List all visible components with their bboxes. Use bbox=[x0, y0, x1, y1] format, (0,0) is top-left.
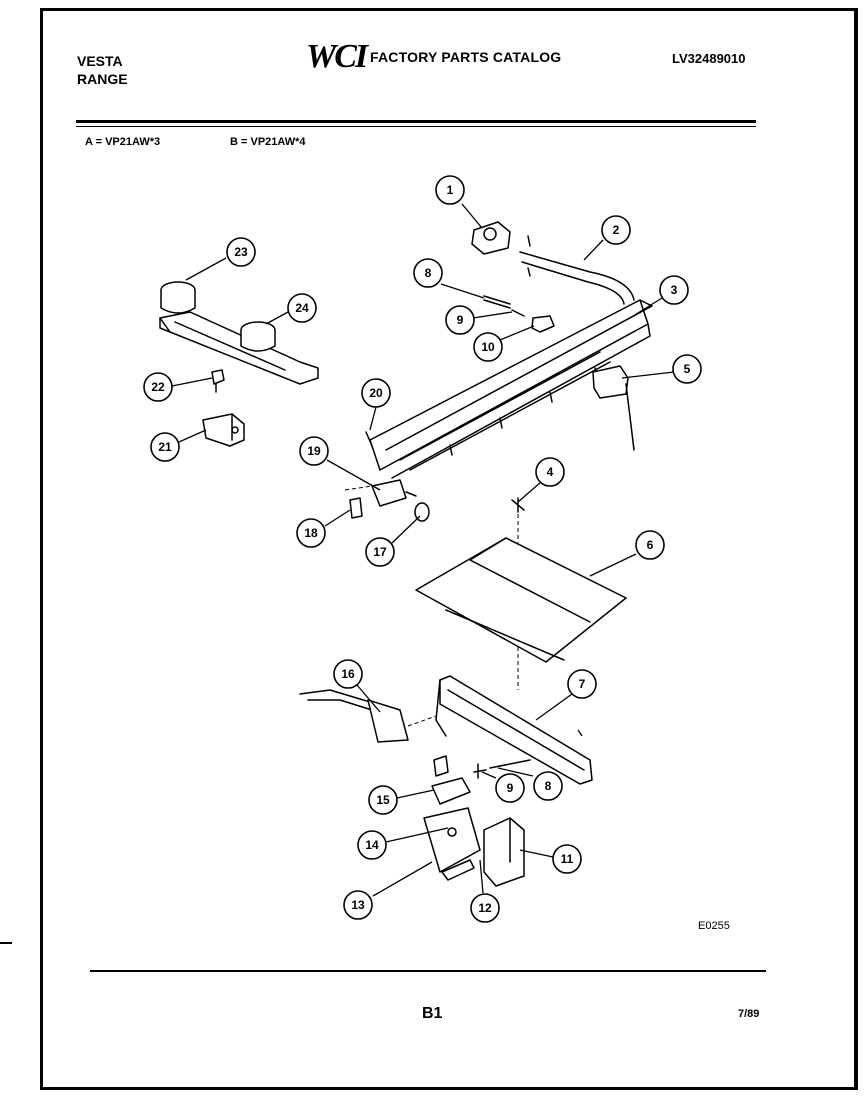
callout-20: 20 bbox=[361, 378, 391, 408]
wci-logo: WCI bbox=[306, 38, 368, 75]
diagram-code: E0255 bbox=[698, 920, 730, 932]
footer-rule bbox=[90, 970, 766, 972]
callout-6: 6 bbox=[635, 530, 665, 560]
svg-text:10: 10 bbox=[481, 340, 495, 354]
svg-text:9: 9 bbox=[507, 781, 514, 795]
control-module bbox=[423, 755, 531, 887]
product-type: RANGE bbox=[77, 71, 128, 87]
callout-9-upper: 9 bbox=[445, 305, 475, 335]
catalog-number: LV32489010 bbox=[672, 51, 746, 66]
svg-text:8: 8 bbox=[425, 266, 432, 280]
svg-text:7: 7 bbox=[579, 677, 586, 691]
svg-text:19: 19 bbox=[307, 444, 321, 458]
callout-18: 18 bbox=[296, 518, 326, 548]
svg-text:5: 5 bbox=[684, 362, 691, 376]
mounting-rail bbox=[435, 675, 593, 785]
svg-text:18: 18 bbox=[304, 526, 318, 540]
callout-8-lower: 8 bbox=[533, 771, 563, 801]
svg-text:21: 21 bbox=[158, 440, 172, 454]
model-b-label: B = VP21AW*4 bbox=[230, 136, 306, 148]
callout-13: 13 bbox=[343, 890, 373, 920]
svg-text:24: 24 bbox=[295, 301, 309, 315]
upper-fittings bbox=[483, 295, 555, 333]
callout-9-lower: 9 bbox=[495, 773, 525, 803]
svg-text:2: 2 bbox=[613, 223, 620, 237]
callout-3: 3 bbox=[659, 275, 689, 305]
svg-text:17: 17 bbox=[373, 545, 387, 559]
margin-tick bbox=[0, 942, 12, 944]
svg-text:9: 9 bbox=[457, 313, 464, 327]
svg-text:15: 15 bbox=[376, 793, 390, 807]
callout-15: 15 bbox=[368, 785, 398, 815]
page-label: B1 bbox=[422, 1005, 443, 1022]
callout-11: 11 bbox=[552, 844, 582, 874]
header-rule bbox=[76, 120, 756, 123]
callout-10: 10 bbox=[473, 332, 503, 362]
callout-7: 7 bbox=[567, 669, 597, 699]
svg-text:6: 6 bbox=[647, 538, 654, 552]
callout-19: 19 bbox=[299, 436, 329, 466]
thermostat bbox=[592, 365, 635, 451]
callout-16: 16 bbox=[333, 659, 363, 689]
heat-shield bbox=[415, 537, 627, 663]
orifice-holder bbox=[211, 369, 225, 393]
svg-text:4: 4 bbox=[547, 465, 554, 479]
callout-22: 22 bbox=[143, 372, 173, 402]
model-a-label: A = VP21AW*3 bbox=[85, 136, 161, 148]
callout-2: 2 bbox=[601, 215, 631, 245]
callout-23: 23 bbox=[226, 237, 256, 267]
svg-text:1: 1 bbox=[447, 183, 454, 197]
callout-17: 17 bbox=[365, 537, 395, 567]
svg-text:12: 12 bbox=[478, 901, 492, 915]
callout-14: 14 bbox=[357, 830, 387, 860]
catalog-title: FACTORY PARTS CATALOG bbox=[370, 49, 562, 65]
svg-text:11: 11 bbox=[561, 852, 574, 866]
callout-5: 5 bbox=[672, 354, 702, 384]
svg-text:23: 23 bbox=[234, 245, 248, 259]
callout-1: 1 bbox=[435, 175, 465, 205]
burner-assembly bbox=[159, 281, 319, 385]
header-rule-thin bbox=[76, 126, 756, 127]
burner-valve bbox=[344, 431, 430, 522]
callout-8-upper: 8 bbox=[413, 258, 443, 288]
callout-4: 4 bbox=[535, 457, 565, 487]
svg-text:3: 3 bbox=[671, 283, 678, 297]
callout-24: 24 bbox=[287, 293, 317, 323]
gas-supply-tube bbox=[519, 235, 635, 305]
pressure-regulator bbox=[471, 221, 511, 255]
callout-21: 21 bbox=[150, 432, 180, 462]
valve-bracket bbox=[202, 413, 245, 447]
svg-text:16: 16 bbox=[341, 667, 355, 681]
svg-text:13: 13 bbox=[351, 898, 365, 912]
svg-text:14: 14 bbox=[365, 838, 379, 852]
svg-text:22: 22 bbox=[151, 380, 165, 394]
svg-text:20: 20 bbox=[369, 386, 383, 400]
date-code: 7/89 bbox=[738, 1008, 760, 1020]
svg-text:8: 8 bbox=[545, 779, 552, 793]
brand-name: VESTA bbox=[77, 53, 123, 69]
page-frame bbox=[40, 8, 858, 1090]
callout-12: 12 bbox=[470, 893, 500, 923]
